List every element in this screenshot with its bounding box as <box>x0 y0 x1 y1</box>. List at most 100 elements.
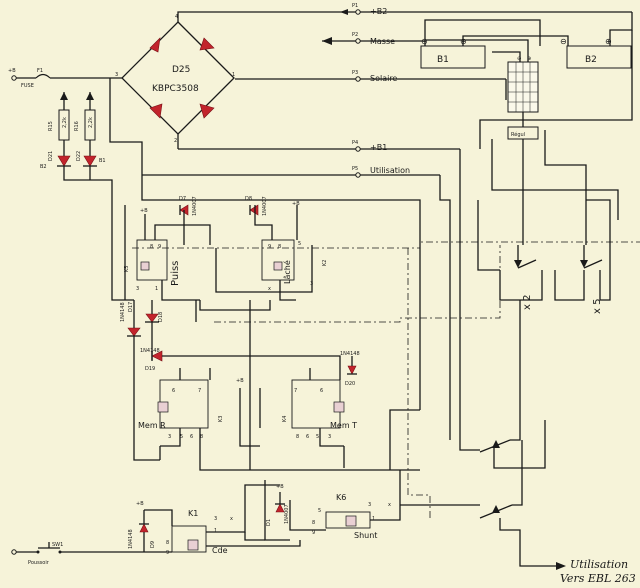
d20-part: 1N4148 <box>340 351 360 357</box>
note-vers: Vers EBL 263 <box>560 572 636 585</box>
k4-pin-8: 8 <box>296 434 299 440</box>
d1-part: 1N4007 <box>284 504 290 524</box>
diode-d8: D8 1N4007 <box>245 196 268 216</box>
k5-name: Puiss <box>170 261 181 286</box>
k2-label: K2 <box>322 260 328 266</box>
fuse-label: FUSE <box>21 83 34 89</box>
bridge-rectifier-d25: D25 KBPC3508 4 3 1 2 <box>115 14 235 144</box>
k1-pin-1: 1 <box>214 528 217 534</box>
k3-pin-6b: 6 <box>190 434 193 440</box>
note-utilisation: Utilisation <box>570 558 628 571</box>
k6-name: Shunt <box>354 531 377 540</box>
pin-p1: P1 <box>352 3 358 9</box>
d1-label: D1 <box>266 519 272 526</box>
k4-label: K4 <box>282 416 288 422</box>
leds: B2 D21 B1 D22 <box>40 140 106 170</box>
battery-b2-minus: ⊖ <box>560 37 567 46</box>
k2-name: Lâché <box>282 260 292 284</box>
d1-supply: +B <box>276 484 284 490</box>
k6-pin-3: 3 <box>368 502 371 508</box>
contact-x2: x 2 <box>522 295 533 310</box>
solar-minus: ⊖ <box>517 56 521 62</box>
relay-k1-cde: K1 3 1 x 8 9 Cde <box>166 509 233 556</box>
k1-name: Cde <box>212 546 228 555</box>
bridge-pin-3: 3 <box>115 72 118 78</box>
led-d22: D22 <box>76 151 82 161</box>
pin-p4: P4 <box>352 140 358 146</box>
sw1-label: Poussoir <box>28 560 50 566</box>
d18-label: D18 <box>158 312 164 322</box>
relay-k3-mem-r: 6 7 3 5 6 8 K3 Mem R +B <box>138 378 244 440</box>
k4-name: Mem T <box>330 421 357 430</box>
d9-part: 1N4148 <box>128 529 134 549</box>
relay-k4-mem-t: 7 6 8 6 5 3 K4 Mem T <box>282 379 357 440</box>
bridge-part: KBPC3508 <box>152 84 199 94</box>
regulator-label: Régul <box>511 131 525 138</box>
terminal-utilisation: Utilisation <box>370 166 410 175</box>
k5-label: K5 <box>124 266 130 272</box>
k2-pin-8: 8 <box>278 244 281 250</box>
relay-k6-shunt: K6 5 3 1 9 8 x Shunt <box>312 493 391 540</box>
k3-pin-6: 6 <box>172 388 175 394</box>
fuse-f1: +B F1 FUSE <box>8 68 122 89</box>
d8-label: D8 <box>245 196 252 202</box>
d7-part: 1N4007 <box>192 196 198 216</box>
solar-plus: ⊕ <box>527 56 531 62</box>
bridge-pin-1: 1 <box>232 72 235 78</box>
battery-b2-label: B2 <box>585 55 597 65</box>
k6-pin-x: x <box>388 502 391 508</box>
battery-b1-label: B1 <box>437 55 449 65</box>
k4-pin-7: 7 <box>294 388 297 394</box>
k5-pin-9: 9 <box>158 244 161 250</box>
pin-p5: P5 <box>352 166 358 172</box>
contact-x5: x 5 <box>592 299 603 314</box>
r16-label: R16 <box>74 121 80 131</box>
terminal-b1: +B1 <box>370 143 387 152</box>
bridge-pin-2: 2 <box>174 138 177 144</box>
k2-pin-5: 5 <box>298 241 301 247</box>
k3-pin-5: 5 <box>180 434 183 440</box>
k1-pin-x: x <box>230 516 233 522</box>
diode-d9: +B 1N4148 D9 <box>128 501 156 549</box>
k5-pin-1: 1 <box>155 286 158 292</box>
pin-p2: P2 <box>352 32 358 38</box>
terminal-b2: +B2 <box>370 7 387 16</box>
d17-label: D17 <box>128 302 134 312</box>
k3-supply: +B <box>236 378 244 384</box>
d9-label: D9 <box>150 541 156 548</box>
relay-k2-lache: +B 9 8 5 x 3 K2 Lâché <box>261 201 328 292</box>
r15-value: 2,2k <box>62 117 68 128</box>
diode-d18: D18 <box>145 312 164 323</box>
k6-pin-1: 1 <box>372 516 375 522</box>
k6-label: K6 <box>336 493 346 502</box>
d17-part: 1N4148 <box>120 302 126 322</box>
k4-pin-6: 6 <box>320 388 323 394</box>
k6-pin-9: 9 <box>312 530 315 536</box>
k3-pin-7: 7 <box>198 388 201 394</box>
k2-pin-9: 9 <box>268 244 271 250</box>
k1-pin-3: 3 <box>214 516 217 522</box>
k2-pin-x: x <box>268 286 271 292</box>
output-contacts <box>400 149 566 570</box>
d20-label: D20 <box>345 381 355 387</box>
k6-pin-8: 8 <box>312 520 315 526</box>
k2-supply: +B <box>292 201 300 207</box>
d19-part: 1N4148 <box>140 348 160 354</box>
k1-pin-8: 8 <box>166 540 169 546</box>
regulator: Régul <box>507 126 539 140</box>
diode-d1: +B D1 1N4007 <box>266 484 290 526</box>
diode-d20: 1N4148 D20 <box>340 351 360 387</box>
k6-pin-5: 5 <box>318 508 321 514</box>
k3-pin-3: 3 <box>168 434 171 440</box>
battery-b2-plus: ⊕ <box>605 37 612 46</box>
diode-d17: 1N4148 D17 <box>120 302 141 337</box>
d7-label: D7 <box>179 196 186 202</box>
diode-d19: 1N4148 D19 <box>140 348 163 372</box>
r16-value: 2,2k <box>88 117 94 128</box>
d9-supply: +B <box>136 501 144 507</box>
fuse-ref: F1 <box>37 68 43 74</box>
d8-part: 1N4007 <box>262 196 268 216</box>
led-b2-label: B2 <box>40 164 47 170</box>
led-b1-label: B1 <box>99 158 106 164</box>
